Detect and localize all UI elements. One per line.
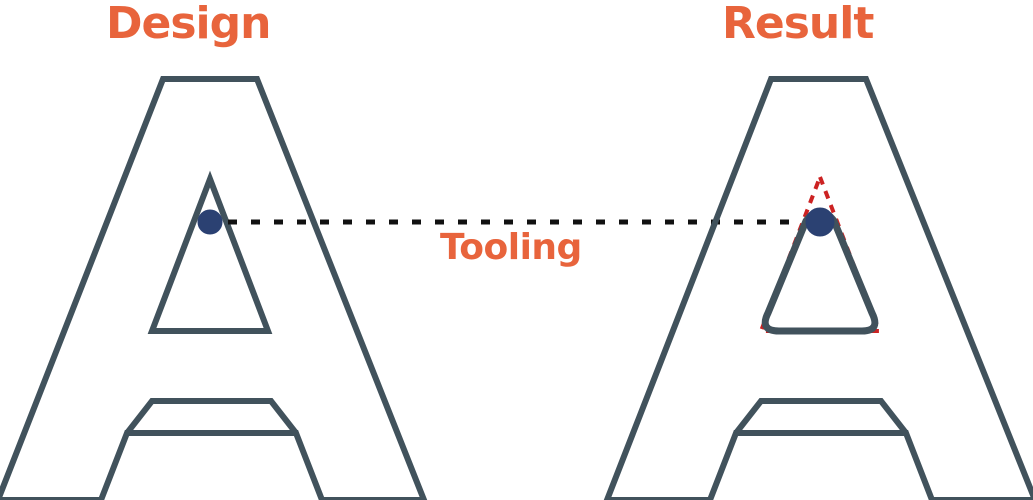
- result-letter-a-crossbar-notch: [733, 398, 909, 435]
- design-letter-a-group: [0, 76, 428, 500]
- design-panel-title: Design: [106, 0, 271, 49]
- result-design-overlay-triangle-dashed: [758, 171, 882, 333]
- design-counter-triangle-sharp: [147, 170, 273, 334]
- tooling-label: Tooling: [440, 227, 582, 268]
- result-letter-a-outline: [603, 76, 1033, 500]
- result-tool-dot: [805, 207, 835, 237]
- design-letter-a-outline: [0, 76, 428, 500]
- result-letter-a-group: [603, 76, 1033, 500]
- result-panel-title: Result: [722, 0, 874, 49]
- design-letter-a-crossbar-notch: [124, 398, 299, 435]
- design-tool-dot: [197, 209, 223, 235]
